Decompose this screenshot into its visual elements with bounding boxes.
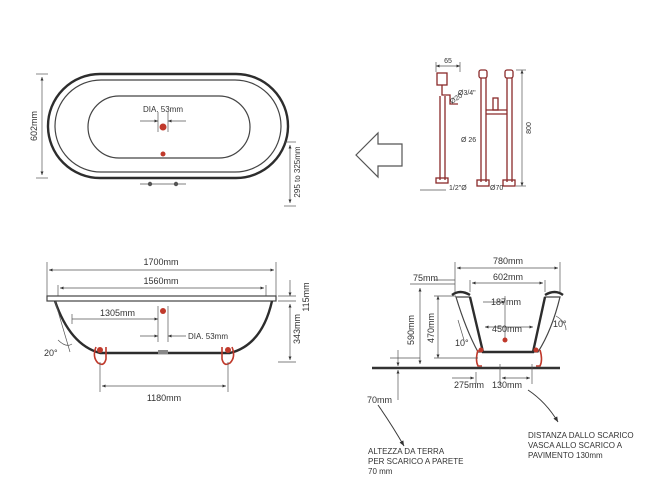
tap-foot-label: Ø70 xyxy=(490,185,503,192)
left-arrow-icon xyxy=(355,131,403,179)
front-total-height: 343mm xyxy=(292,314,302,344)
side-drain-spacing: 130mm xyxy=(492,380,522,390)
front-drain-offset: 1305mm xyxy=(100,308,135,318)
front-view-drawing xyxy=(46,262,296,392)
side-left-angle: 10° xyxy=(455,338,469,348)
tub-outer-outline xyxy=(46,72,290,180)
front-drain-dia: DIA. 53mm xyxy=(188,332,228,341)
tub-rim-outline xyxy=(54,79,282,173)
top-width-label: 602mm xyxy=(29,111,39,141)
tap-height-label: 800 xyxy=(526,122,533,134)
side-inner-height: 470mm xyxy=(426,313,436,343)
note-right-line2: VASCA ALLO SCARICO A xyxy=(528,441,623,450)
side-drain-to-wall: 187mm xyxy=(491,297,521,307)
note-right-line1: DISTANZA DALLO SCARICO xyxy=(528,431,634,440)
front-right-foot xyxy=(221,346,235,366)
front-inner-length: 1560mm xyxy=(143,276,178,286)
note-left-line3: 70 mm xyxy=(368,467,393,476)
side-right-angle: 10° xyxy=(553,319,567,329)
drain-hole xyxy=(159,123,167,131)
front-rim xyxy=(46,295,277,302)
tap-pipe-label: Ø 26 xyxy=(461,137,476,144)
side-body xyxy=(455,296,561,353)
side-ground-height: 70mm xyxy=(367,395,392,405)
tub-basin-outline xyxy=(87,95,251,159)
front-angle: 20° xyxy=(44,348,58,358)
front-rim-height: 115mm xyxy=(301,282,311,311)
tap-top-label: 65 xyxy=(444,58,452,65)
tap-base-label: 1/2"Ø xyxy=(449,185,467,192)
top-drain-height-label: 295 to 325mm xyxy=(293,146,302,197)
front-feet-spacing: 1180mm xyxy=(147,393,181,403)
front-left-foot xyxy=(93,346,107,366)
front-overall-length: 1700mm xyxy=(143,257,178,267)
note-left-line1: ALTEZZA DA TERRA xyxy=(368,447,445,456)
top-drain-dia-label: DIA. 53mm xyxy=(143,105,183,114)
side-view-drawing xyxy=(372,262,567,447)
note-left-line2: PER SCARICO A PARETE xyxy=(368,457,463,466)
side-foot-depth: 275mm xyxy=(454,380,484,390)
tap-detail-drawing xyxy=(420,62,526,191)
note-right-line3: PAVIMENTO 130mm xyxy=(528,451,603,460)
tap-conn-label: Ø3/4" xyxy=(458,90,476,97)
side-base-width: 450mm xyxy=(492,324,522,334)
side-inner-width: 602mm xyxy=(493,272,523,282)
side-overall-width: 780mm xyxy=(493,256,523,266)
side-rim-label: 75mm xyxy=(413,273,438,283)
side-total-height: 590mm xyxy=(406,315,416,345)
top-view-drawing xyxy=(36,72,296,207)
